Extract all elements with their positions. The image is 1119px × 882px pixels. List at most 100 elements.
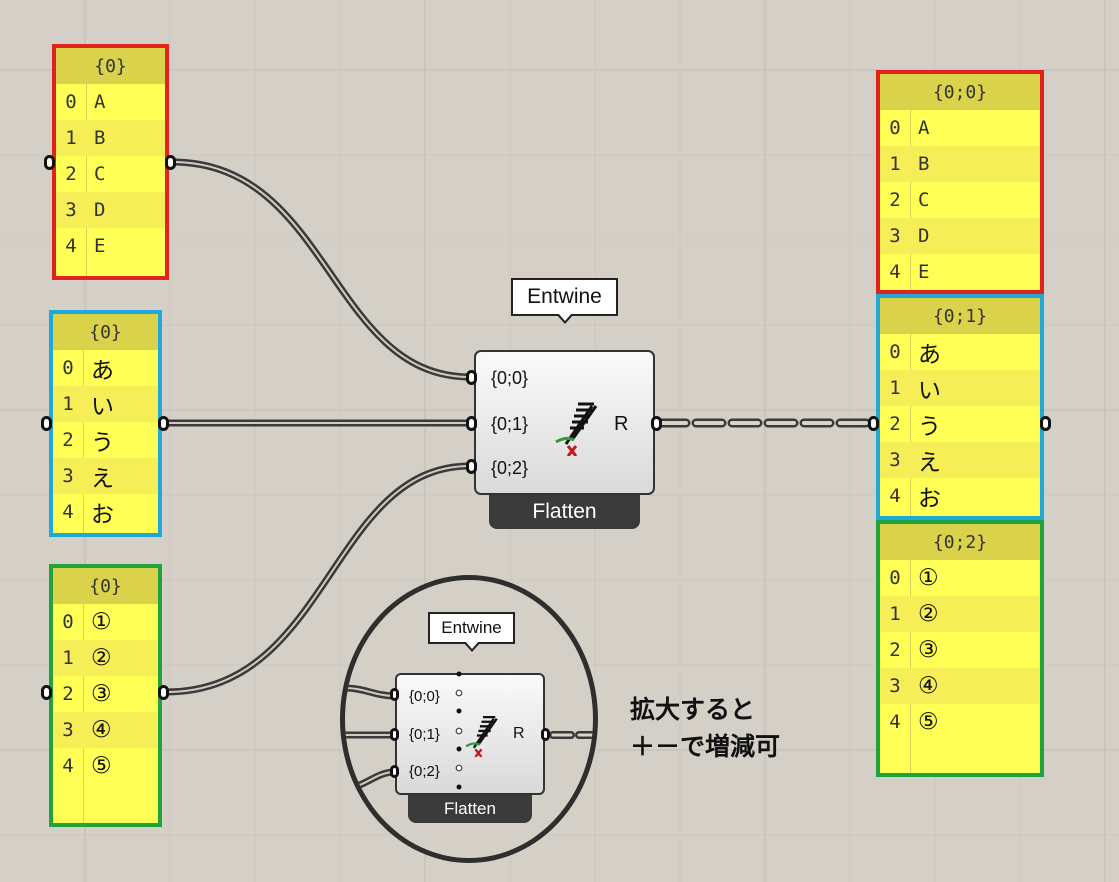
input-port-2[interactable] (466, 459, 477, 474)
panel-index-divider (83, 568, 84, 823)
entwine-component[interactable]: {0;0} {0;1} {0;2} R (474, 350, 655, 495)
zoom-inset: Entwine {0;0} {0;1} {0;2} R Flatten (340, 575, 598, 863)
input-port-1[interactable] (466, 416, 477, 431)
inset-nickname-tab: Flatten (408, 795, 532, 823)
zoom-note-line-2: ＋－で増減可 (630, 732, 781, 761)
panel-item-value: ⑤ (918, 709, 939, 735)
panel-item-index: 1 (65, 127, 77, 149)
inset-nickname: Flatten (444, 799, 496, 818)
panel-item-value: E (918, 261, 930, 283)
panel-item-index: 2 (889, 413, 901, 435)
entwine-tooltip: Entwine (511, 278, 618, 324)
output-label-r: R (614, 413, 629, 435)
panel-item-index: 0 (889, 117, 901, 139)
inset-input-port-2[interactable] (390, 765, 399, 778)
component-nickname-tab: Flatten (489, 495, 640, 529)
entwine-icon (555, 402, 598, 456)
inset-zoom-dots-icon (455, 671, 463, 790)
right-branch-1-input-port[interactable] (868, 416, 879, 431)
input-label-1: {0;1} (491, 414, 529, 434)
inset-entwine-tooltip: Entwine (428, 612, 515, 652)
panel-item-value: え (918, 450, 941, 476)
left-middle-output-port[interactable] (158, 416, 169, 431)
panel-item-index: 0 (889, 341, 901, 363)
panel-item-index: 3 (889, 449, 901, 471)
panel-item-value: A (94, 91, 106, 113)
component-nickname: Flatten (532, 500, 597, 523)
inset-input-label-0: {0;0} (409, 688, 440, 705)
panel-item-value: C (94, 163, 106, 185)
panel-item-value: ② (918, 601, 939, 627)
right-branch-1-output-port[interactable] (1040, 416, 1051, 431)
inset-entwine-icon (465, 715, 498, 757)
panel-item-index: 4 (889, 711, 901, 733)
panel-item-index: 2 (62, 683, 74, 705)
panel-item-value: う (91, 430, 114, 456)
left-top-input-port[interactable] (44, 155, 55, 170)
inset-input-port-1[interactable] (390, 728, 399, 741)
panel-item-value: ④ (918, 673, 939, 699)
left-bottom-input-port[interactable] (41, 685, 52, 700)
input-port-0[interactable] (466, 370, 477, 385)
panel-item-value: お (918, 486, 941, 512)
panel-item-value: A (918, 117, 930, 139)
left-bottom-output-port[interactable] (158, 685, 169, 700)
input-label-0: {0;0} (491, 368, 529, 388)
panel-item-index: 0 (62, 357, 74, 379)
panel-item-value: ④ (91, 717, 112, 743)
panel-branch-path: {0;0} (880, 74, 1040, 110)
panel-item-index: 1 (62, 393, 74, 415)
panel-item-value: D (918, 225, 930, 247)
panel-branch-path: {0;1} (880, 298, 1040, 334)
panel-item-value: あ (918, 342, 941, 368)
left-top-output-port[interactable] (165, 155, 176, 170)
panel-item-value: C (918, 189, 930, 211)
panel-item-index: 3 (889, 675, 901, 697)
panel-item-index: 3 (62, 719, 74, 741)
panel-item-index: 0 (889, 567, 901, 589)
panel-item-index: 3 (62, 465, 74, 487)
inset-input-port-0[interactable] (390, 688, 399, 701)
panel-item-index: 3 (65, 199, 77, 221)
panel-item-value: い (918, 378, 941, 404)
panel-item-value: E (94, 235, 106, 257)
panel-item-index: 4 (889, 485, 901, 507)
inset-entwine-tooltip-label: Entwine (441, 618, 502, 637)
panel-item-value: B (94, 127, 106, 149)
panel-index-divider (910, 74, 911, 290)
inset-entwine-component[interactable]: {0;0} {0;1} {0;2} R (395, 671, 545, 795)
panel-item-index: 2 (65, 163, 77, 185)
output-port-r[interactable] (651, 416, 662, 431)
left-middle-input-port[interactable] (41, 416, 52, 431)
panel-index-divider (86, 48, 87, 276)
panel-item-index: 1 (889, 603, 901, 625)
panel-item-value: う (918, 414, 941, 440)
panel-item-index: 2 (889, 189, 901, 211)
input-label-2: {0;2} (491, 458, 529, 478)
panel-item-value: ② (91, 645, 112, 671)
panel-item-value: ③ (918, 637, 939, 663)
panel-item-index: 3 (889, 225, 901, 247)
panel-item-value: お (91, 502, 114, 528)
inset-output-port-r[interactable] (541, 728, 550, 741)
panel-item-index: 4 (65, 235, 77, 257)
panel-branch-path: {0} (56, 48, 165, 84)
